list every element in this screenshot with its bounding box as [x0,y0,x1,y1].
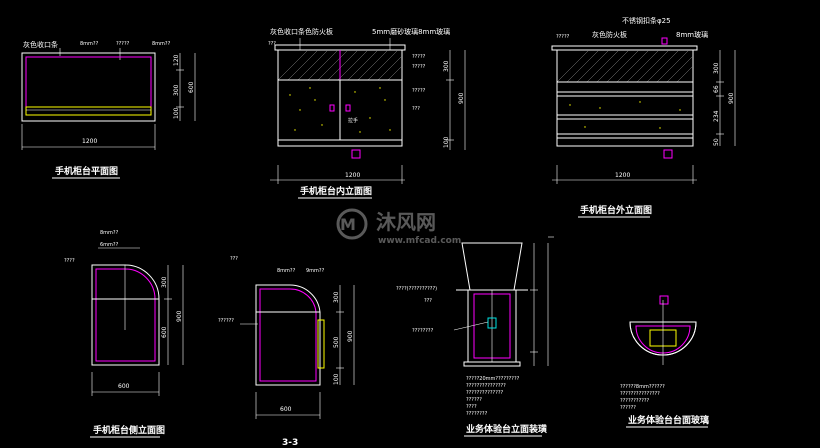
plan-label-8mm-b: 8mm?? [152,41,171,47]
plan-edge-label: 灰色收口条 [23,40,58,49]
spec-line-3: ?????????????? [466,390,503,396]
sec-label-q: ??? [230,256,238,262]
outer-label-right: 8mm玻璃 [676,30,708,39]
plan-outline [21,52,156,122]
watermark: M 沐风网 www.mfcad.com [336,208,461,246]
sec-label-9mm: 9mm?? [306,268,325,274]
spec-line-5: ???? [466,404,477,410]
counter-elev-title: 业务体验台立面装璜 [466,423,547,435]
outer-label-q: ????? [556,34,570,40]
section-profile [255,284,321,386]
outer-label-left: 灰色防火板 [592,30,627,39]
counter-top-title: 业务体验台台面玻璃 [628,414,709,426]
counter-elevation: ????(??????????) ??? ???????? ?????20mm?… [396,236,554,437]
plan-dim-600: 600 [188,81,195,93]
outer-elevation: 不锈钢扣条φ25 灰色防火板 8mm玻璃 ????? [551,16,736,218]
side-elevation: ???? 8mm?? 6mm?? 300 600 900 600 手机柜台侧立面… [64,230,184,438]
plan-label-q: ????? [116,41,130,47]
plan-dim-120: 120 [173,54,180,66]
top-spec-4: ?????? [620,405,636,411]
spec-line-6: ???????? [466,411,488,417]
sec-label-8mm: 8mm?? [277,268,296,274]
inner-dim-900: 900 [458,92,465,104]
counter-note1: ????(??????????) [396,286,437,292]
outer-dim-900: 900 [728,92,735,104]
outer-glass-top [556,49,694,83]
watermark-url: www.mfcad.com [378,236,461,246]
spec-line-1: ?????20mm????????? [466,376,520,382]
svg-text:M: M [340,215,356,234]
spec-line-2: ??????????????? [466,383,506,389]
inner-dim-note2: ????? [412,64,426,70]
outer-label-top: 不锈钢扣条φ25 [622,16,671,25]
sec-dim-600w: 600 [280,406,292,413]
inner-dim-note1: ????? [412,54,426,60]
section-3-3: ??? 8mm?? 9mm?? ?????? 300 500 100 900 6… [218,256,355,448]
inner-label-left: 灰色收口条色防火板 [270,27,333,36]
sec-dim-100: 100 [333,373,340,385]
sec-dim-500: 500 [333,336,340,348]
plan-label-8mm: 8mm?? [80,41,99,47]
top-spec-1: ??????8mm?????? [620,384,665,390]
watermark-brand: 沐风网 [376,210,436,234]
counter-top-glass [461,242,523,291]
spec-line-4: ?????? [466,397,482,403]
plan-dim-300: 300 [173,84,180,96]
side-dim-900: 900 [176,310,183,322]
side-title: 手机柜台侧立面图 [93,424,165,436]
inner-label-right: 5mm磨砂玻璃8mm玻璃 [372,27,450,36]
section-title: 3-3 [282,438,298,448]
outer-dim-1200: 1200 [615,172,630,179]
inner-label-pull: 拉手 [348,117,358,124]
top-spec-2: ??????????????? [620,391,660,397]
inner-dim-100: 100 [443,136,450,148]
outer-dim-300: 300 [713,62,720,74]
outer-dim-50: 50 [713,138,720,146]
sec-dim-900: 900 [347,330,354,342]
side-label-6mm: 6mm?? [100,242,119,248]
side-dim-600w: 600 [118,383,130,390]
counter-top-view: ??????8mm?????? ??????????????? ????????… [620,295,709,428]
side-dim-600: 600 [161,326,168,338]
outer-title: 手机柜台外立面图 [580,204,652,216]
inner-elevation: 灰色收口条色防火板 5mm磨砂玻璃8mm玻璃 ??? 拉手 ???? [268,27,466,199]
counter-note2: ??? [424,298,432,304]
outer-dim-66: 66 [713,85,720,93]
plan-inner-edge [25,56,152,116]
side-label-q: ???? [64,258,75,264]
plan-dim-100: 100 [173,107,180,119]
outer-dim-234: 234 [713,110,720,122]
inner-label-q: ??? [268,41,276,47]
outer-cabinet-body [556,81,694,147]
top-spec-3: ??????????? [620,398,650,404]
side-dim-300: 300 [161,276,168,288]
plan-view: 灰色收口条 8mm?? ????? 8mm?? 120 300 100 600 … [21,40,196,179]
inner-dim-300: 300 [443,60,450,72]
inner-title: 手机柜台内立面图 [300,185,372,197]
sec-dim-300: 300 [333,291,340,303]
side-profile [91,264,160,366]
inner-dim-note3: ????? [412,88,426,94]
counter-note3: ???????? [412,328,434,334]
plan-title: 手机柜台平面图 [55,165,118,177]
sec-label-side: ?????? [218,318,234,324]
inner-dim-note4: ??? [412,106,420,112]
plan-dim-1200: 1200 [82,138,97,145]
side-label-8mm: 8mm?? [100,230,119,236]
inner-dim-1200: 1200 [345,172,360,179]
